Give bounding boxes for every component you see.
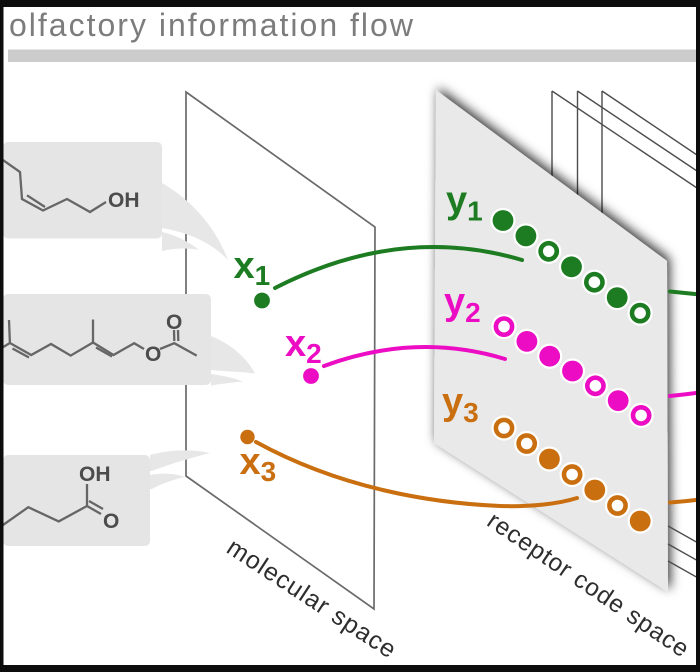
svg-text:OH: OH bbox=[108, 189, 140, 212]
svg-text:O: O bbox=[145, 343, 161, 366]
svg-text:O: O bbox=[166, 311, 182, 334]
svg-text:olfactory information flow: olfactory information flow bbox=[9, 7, 415, 43]
svg-text:O: O bbox=[103, 510, 119, 533]
svg-text:OH: OH bbox=[79, 463, 111, 486]
